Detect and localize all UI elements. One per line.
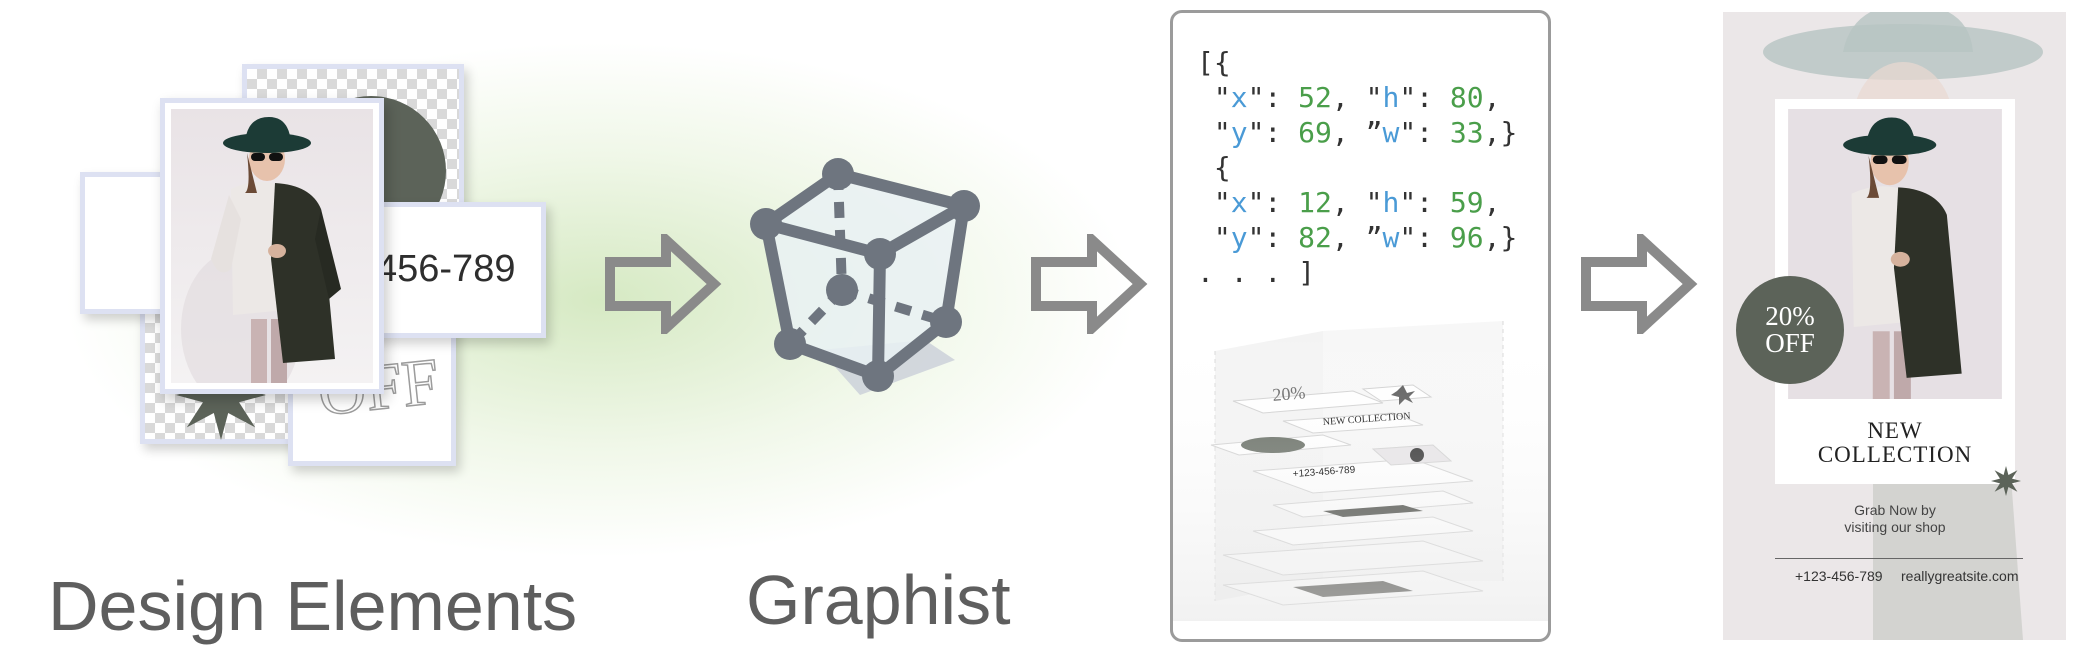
badge-percent: 20%: [1765, 301, 1815, 331]
discount-badge: 20% OFF: [1736, 276, 1844, 384]
json-value: 33: [1449, 116, 1484, 149]
caption-graphist: Graphist: [746, 561, 1011, 639]
poster-photo-frame: [1775, 99, 2015, 484]
phone-text-element: 456-789: [376, 248, 516, 290]
json-code-block: [{ "x": 52, "h": 80, "y": 69, ”w": 33,} …: [1197, 46, 1518, 289]
starburst-icon: [1991, 466, 2021, 496]
woman-photo: [171, 109, 373, 409]
json-value: 59: [1449, 186, 1484, 219]
json-output-panel: [{ "x": 52, "h": 80, "y": 69, ”w": 33,} …: [1170, 10, 1551, 642]
phone-text-card: [364, 202, 546, 338]
json-value: 69: [1298, 116, 1332, 149]
layer-label-phone: +123-456-789: [1292, 465, 1356, 480]
poster-grab-line2: visiting our shop: [1844, 519, 1946, 535]
poster-divider: [1775, 558, 2023, 559]
arrow-right-icon: [1031, 234, 1148, 334]
photo-element-card: [160, 98, 384, 409]
json-open: [{: [1197, 46, 1231, 79]
arrow-right-icon: [605, 234, 722, 334]
json-ellipsis: . . . ]: [1197, 256, 1316, 289]
json-value: 96: [1449, 221, 1484, 254]
json-value: 52: [1298, 81, 1332, 114]
poster-website: reallygreatsite.com: [1901, 568, 2019, 584]
json-value: 80: [1449, 81, 1484, 114]
final-poster: 20% OFF NEW COLLECTION Grab Now by visit…: [1723, 12, 2066, 640]
layer-stack-illustration: 20% NEW COLLECTION +123-456-789: [1173, 321, 1548, 621]
poster-headline-collection: COLLECTION: [1817, 442, 1973, 467]
poster-woman-photo: [1788, 109, 2002, 399]
json-value: 82: [1298, 221, 1332, 254]
graphist-cube-icon: [750, 158, 980, 395]
layer-label-badge: 20%: [1272, 382, 1307, 405]
caption-design-elements: Design Elements: [48, 567, 578, 645]
json-value: 12: [1298, 186, 1332, 219]
poster-headline-new: NEW: [1867, 418, 1923, 443]
badge-off: OFF: [1765, 328, 1815, 358]
poster-phone: +123-456-789: [1795, 568, 1883, 584]
arrow-right-icon: [1581, 234, 1698, 334]
poster-grab-line1: Grab Now by: [1854, 502, 1936, 518]
